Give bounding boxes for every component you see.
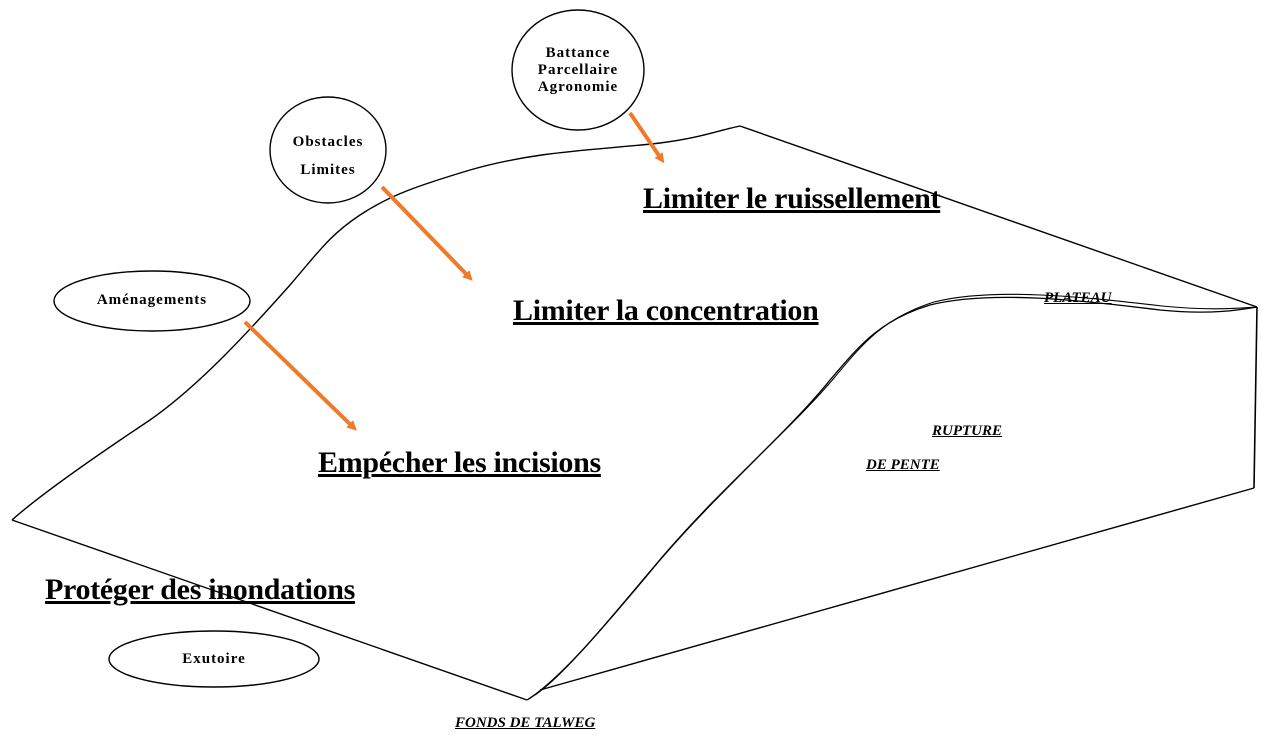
bubble-battance-text: Battance Parcellaire Agronomie (512, 45, 644, 96)
plateau-top-edge (739, 125, 1258, 308)
bubble-exutoire-line: Exutoire (182, 651, 246, 667)
bubble-battance-line: Agronomie (537, 79, 619, 95)
bottom-left-edge (11, 519, 528, 701)
objective-ruissellement: Limiter le ruissellement (643, 182, 941, 215)
bubble-obstacles (269, 96, 387, 204)
arrow-amenagements-to-incisions (243, 320, 357, 431)
bubble-battance-line: Parcellaire (537, 62, 619, 78)
arrow-obstacles-to-concentration (380, 185, 473, 281)
zone-rupture-line2: DE PENTE (866, 457, 940, 473)
left-slope-ridge-line (11, 125, 741, 521)
objective-incisions: Empécher les incisions (318, 446, 601, 479)
right-block-edge (1253, 306, 1258, 489)
bubble-exutoire (108, 630, 320, 688)
talweg-curve-inner (534, 293, 1258, 696)
zone-plateau: PLATEAU (1044, 290, 1112, 306)
zone-talweg: FONDS DE TALWEG (455, 715, 596, 731)
zone-rupture-line1: RUPTURE (932, 423, 1003, 439)
objective-concentration: Limiter la concentration (513, 294, 819, 327)
bubble-battance-line: Battance (545, 45, 611, 61)
bubble-obstacles-line: Limites (300, 162, 356, 178)
bubble-battance (511, 9, 645, 131)
arrow-battance-to-ruissellement (628, 111, 665, 164)
objective-inondations: Protéger des inondations (45, 573, 356, 606)
bubble-exutoire-text: Exutoire (109, 651, 319, 668)
bubble-amenagements (53, 270, 251, 332)
bottom-right-edge (539, 487, 1255, 691)
bubble-amenagements-text: Aménagements (54, 292, 250, 309)
talweg-curve-outer (526, 296, 1258, 701)
bubble-obstacles-text: Obstacles Limites (270, 128, 386, 184)
bubble-obstacles-line: Obstacles (292, 134, 364, 150)
bubble-amenagements-line: Aménagements (96, 292, 208, 308)
